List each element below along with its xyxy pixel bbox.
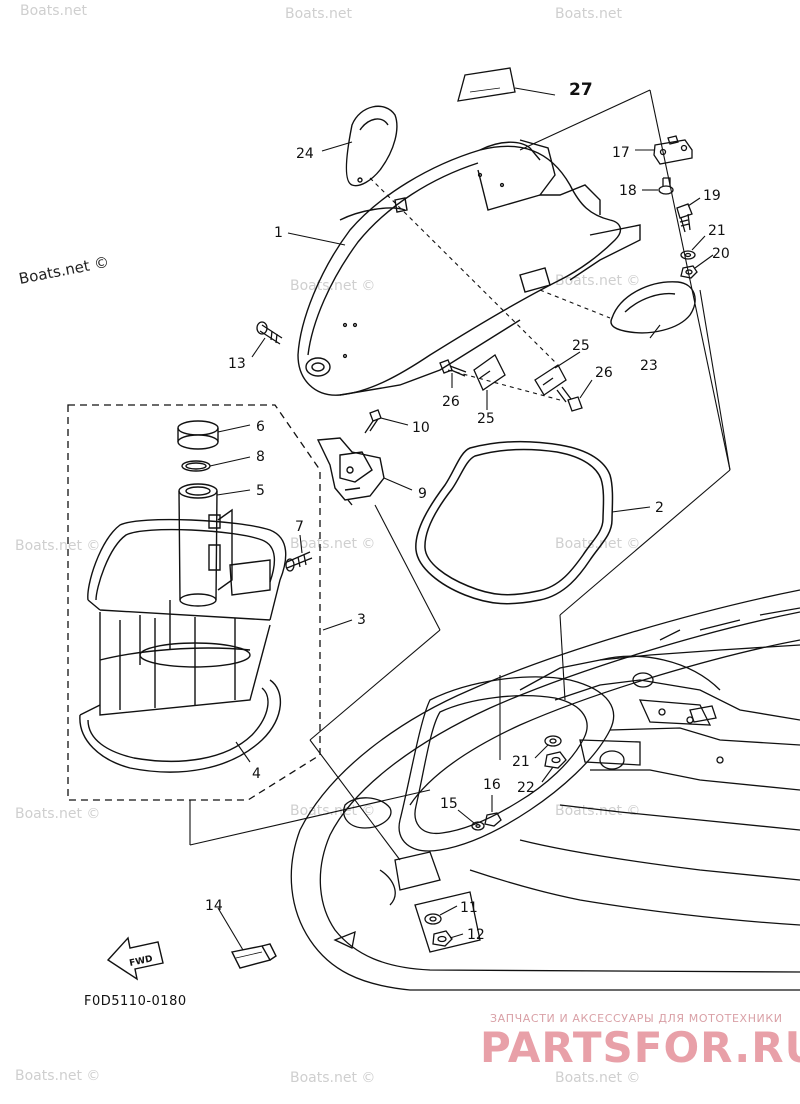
callout-27: 27 xyxy=(569,80,593,100)
watermark-text: Boats.net xyxy=(20,3,87,19)
storage-bin xyxy=(79,518,287,773)
screw-13 xyxy=(256,321,283,345)
latch-part xyxy=(316,437,385,506)
bracket-part xyxy=(653,135,693,165)
forward-direction-arrow-icon: FWD xyxy=(106,936,164,981)
callout-3: 3 xyxy=(357,612,366,628)
figure-code: F0D5110-0180 xyxy=(84,994,187,1009)
kit-boundary-dashed xyxy=(67,404,321,801)
tube-part xyxy=(178,483,233,607)
watermark-text: Boats.net © xyxy=(555,1070,640,1086)
callout-14: 14 xyxy=(205,898,223,914)
callout-21-lower: 21 xyxy=(512,754,530,770)
callout-26-right: 26 xyxy=(595,365,613,381)
watermark-layer: Boats.net Boats.net Boats.net Boats.net … xyxy=(15,3,640,1086)
grip-pad-right xyxy=(610,281,696,334)
callout-22: 22 xyxy=(517,780,535,796)
callout-19: 19 xyxy=(703,188,721,204)
callout-1: 1 xyxy=(274,225,283,241)
storage-kit-group xyxy=(67,404,321,801)
callout-18: 18 xyxy=(619,183,637,199)
callout-26-left: 26 xyxy=(442,394,460,410)
clip-25-left xyxy=(473,354,506,391)
callout-11: 11 xyxy=(460,900,478,916)
brand-tagline: ЗАПЧАСТИ И АКСЕССУАРЫ ДЛЯ МОТОТЕХНИКИ xyxy=(490,1012,783,1025)
callout-9: 9 xyxy=(418,486,427,502)
sticker-part xyxy=(457,67,516,102)
watermark-text: Boats.net xyxy=(555,6,622,22)
callout-25-right: 25 xyxy=(572,338,590,354)
hull-deck xyxy=(290,589,800,991)
watermark-text: Boats.net xyxy=(285,6,352,22)
watermark-text: Boats.net © xyxy=(555,536,640,552)
watermark-text: Boats.net © xyxy=(290,1070,375,1086)
brand-watermark: ЗАПЧАСТИ И АКСЕССУАРЫ ДЛЯ МОТОТЕХНИКИ PA… xyxy=(480,1012,800,1072)
callout-12: 12 xyxy=(467,927,485,943)
callout-25-left: 25 xyxy=(477,411,495,427)
callout-15: 15 xyxy=(440,796,458,812)
watermark-text: Boats.net © xyxy=(15,1068,100,1084)
callout-labels: 27 24 17 18 19 21 20 1 13 23 25 26 26 25… xyxy=(205,80,730,943)
callout-20: 20 xyxy=(712,246,730,262)
screw-10 xyxy=(364,409,382,434)
callout-6: 6 xyxy=(256,419,265,435)
brand-name: PARTSFOR.RU xyxy=(480,1023,800,1072)
watermark-text: Boats.net © xyxy=(15,538,100,554)
callout-2: 2 xyxy=(655,500,664,516)
callout-21-top: 21 xyxy=(708,223,726,239)
callout-8: 8 xyxy=(256,449,265,465)
leader-lines xyxy=(189,87,731,951)
hood-cover xyxy=(297,139,641,396)
callout-7: 7 xyxy=(295,519,304,535)
cap-part xyxy=(177,420,219,450)
o-ring-part xyxy=(181,460,211,472)
washer-21-top xyxy=(680,250,696,260)
fwd-label: FWD xyxy=(129,954,154,969)
watermark-text: Boats.net © xyxy=(555,273,640,289)
stud-19 xyxy=(676,203,693,233)
callout-10: 10 xyxy=(412,420,430,436)
watermark-text: Boats.net © xyxy=(290,536,375,552)
callout-13: 13 xyxy=(228,356,246,372)
dashed-assembly-lines xyxy=(369,177,611,401)
nut-16 xyxy=(484,812,502,827)
bolt-26-right xyxy=(556,386,583,412)
watermark-text: Boats.net © xyxy=(15,806,100,822)
callout-23: 23 xyxy=(640,358,658,374)
watermark-text-prominent: Boats.net © xyxy=(17,253,110,288)
callout-17: 17 xyxy=(612,145,630,161)
seal-ring xyxy=(415,440,614,605)
washer-15 xyxy=(471,821,485,831)
callout-4: 4 xyxy=(252,766,261,782)
washer-21-lower xyxy=(544,735,562,747)
bumper-14 xyxy=(230,943,277,969)
callout-24: 24 xyxy=(296,146,314,162)
callout-5: 5 xyxy=(256,483,265,499)
nut-22 xyxy=(544,751,567,769)
clip-25-right xyxy=(534,364,567,396)
fitting-part xyxy=(285,551,313,572)
nut-12 xyxy=(432,930,453,947)
watermark-text: Boats.net © xyxy=(290,278,375,294)
grip-pad-left xyxy=(345,105,398,187)
washer-11 xyxy=(424,913,442,925)
callout-16: 16 xyxy=(483,777,501,793)
